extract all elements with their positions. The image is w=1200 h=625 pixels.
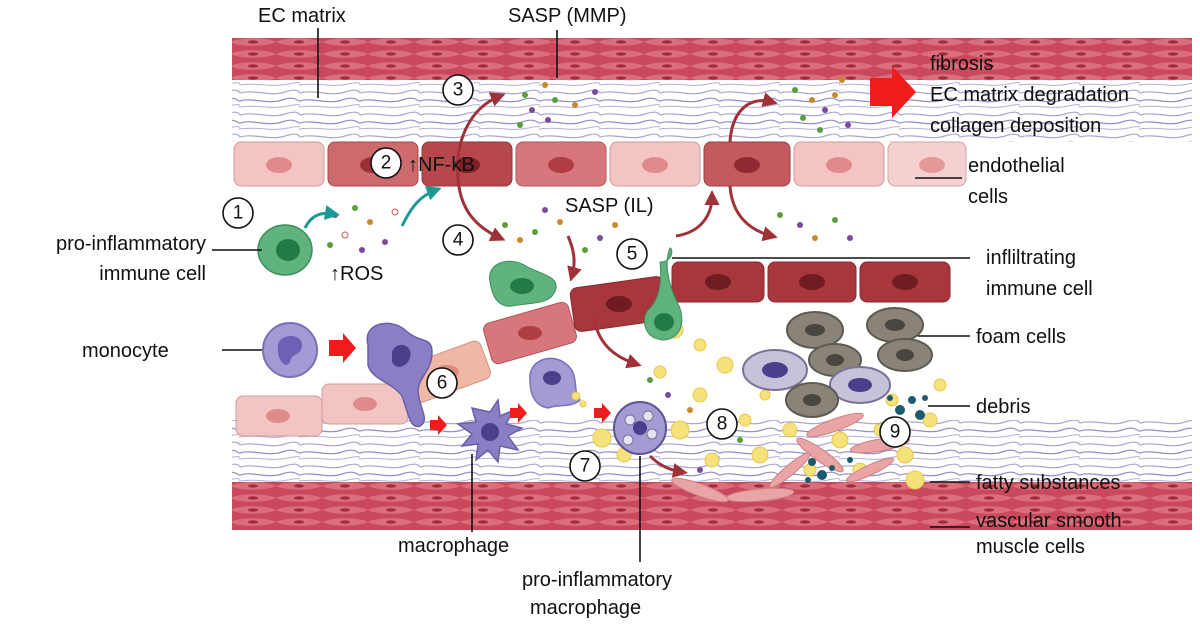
step-2-marker: 2 (370, 147, 402, 179)
step-markers: 1 2 3 4 5 6 7 8 (222, 74, 911, 482)
pro-inflammatory-immune-cell-label-line2: immune cell (99, 263, 206, 285)
pro-inflammatory-immune-cell-label-line1: pro-inflammatory (56, 233, 206, 255)
text-labels: EC matrix SASP (MMP) fibrosis EC matrix … (56, 5, 1129, 619)
outcome-arrow (870, 66, 916, 118)
svg-text:3: 3 (453, 80, 464, 101)
svg-text:5: 5 (627, 244, 638, 265)
upper-ec-matrix (232, 80, 1192, 142)
debris-label: debris (976, 396, 1030, 418)
ec-matrix-label: EC matrix (258, 5, 346, 27)
endothelial-cells-label-line1: endothelial (968, 155, 1065, 177)
step-9-marker: 9 (879, 416, 911, 448)
svg-text:4: 4 (453, 230, 464, 251)
ros-label: ↑ROS (330, 263, 383, 285)
teal-arrows (303, 186, 442, 229)
phagocytosing-macrophage (529, 357, 587, 409)
upper-muscle-layer (232, 38, 1192, 80)
bright-red-arrows (329, 66, 916, 435)
sasp-dots (327, 77, 853, 473)
infiltrating-immune-cells (489, 247, 683, 341)
transmigrating-monocyte (366, 322, 433, 428)
step-1-marker: 1 (222, 197, 254, 229)
macrophage-label: macrophage (398, 535, 509, 557)
infiltrating-immune-cell-label-line1: infliltrating (986, 247, 1076, 269)
pro-inflammatory-macrophage-label-line2: macrophage (530, 597, 641, 619)
svg-text:1: 1 (233, 203, 244, 224)
sasp-il-label: SASP (IL) (565, 195, 654, 217)
svg-text:6: 6 (437, 373, 448, 394)
step-4-marker: 4 (442, 224, 474, 256)
leader-lines (212, 28, 970, 562)
foam-cells-cluster (742, 307, 933, 418)
nfkb-label: ↑NF-kB (408, 154, 475, 176)
collagen-deposition-label: collagen deposition (930, 115, 1101, 137)
svg-text:7: 7 (580, 456, 591, 477)
dark-red-arrows (456, 92, 778, 478)
fatty-substances-label: fatty substances (976, 472, 1121, 494)
pro-inflammatory-macrophage-label-line1: pro-inflammatory (522, 569, 672, 591)
upper-endothelial-row (233, 141, 967, 187)
step-8-marker: 8 (706, 408, 738, 440)
foam-cells-label: foam cells (976, 326, 1066, 348)
ec-matrix-degradation-label: EC matrix degradation (930, 84, 1129, 106)
infiltrating-immune-cell-label-line2: immune cell (986, 278, 1093, 300)
svg-text:2: 2 (381, 153, 392, 174)
svg-text:9: 9 (890, 422, 901, 443)
fibrosis-label: fibrosis (930, 53, 993, 75)
step-7-marker: 7 (569, 450, 601, 482)
pro-inflammatory-macrophage-cell (613, 401, 667, 455)
svg-text:8: 8 (717, 414, 728, 435)
sasp-mmp-label: SASP (MMP) (508, 5, 627, 27)
vascular-smooth-muscle-cells-label-line2: muscle cells (976, 536, 1085, 558)
monocyte-cell (262, 322, 318, 378)
monocyte-label: monocyte (82, 340, 169, 362)
pro-inflammatory-immune-cell (257, 224, 313, 276)
vascular-smooth-muscle-cells-label-line1: vascular smooth (976, 510, 1122, 532)
step-3-marker: 3 (442, 74, 474, 106)
endothelial-cells-label-line2: cells (968, 186, 1008, 208)
migrating-smooth-muscle-cells (671, 412, 911, 503)
step-6-marker: 6 (426, 367, 458, 399)
step-5-marker: 5 (616, 238, 648, 270)
